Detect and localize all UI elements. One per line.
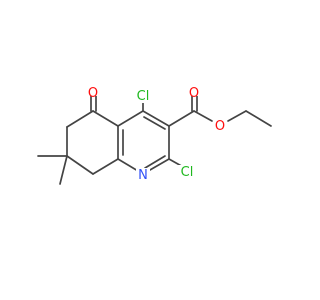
atom-n-1: N	[138, 168, 148, 183]
label-mask	[134, 89, 152, 103]
bond-c7-methyl-b	[59, 155, 68, 185]
bond-c4-c3	[142, 110, 170, 127]
bond-c2-n1-inner	[144, 155, 166, 169]
label-mask	[213, 119, 227, 133]
bond-ch2-ch3	[245, 110, 272, 127]
bond-c4a-c4	[117, 110, 144, 127]
atom-o-ester-carbonyl: O	[189, 86, 199, 101]
atom-labels: O Cl Cl N O O	[86, 82, 227, 183]
bond-c4-c3-inner	[143, 116, 166, 130]
bond-o-ch2	[227, 110, 247, 122]
bond-c5-c6	[66, 110, 94, 128]
bond-lines	[37, 89, 272, 185]
label-mask	[178, 165, 196, 179]
bond-c3-ester-c	[168, 110, 195, 127]
bond-c5-c4a	[92, 110, 119, 127]
atom-cl-2: Cl	[181, 165, 194, 180]
atom-o-ester: O	[215, 119, 225, 134]
label-mask	[187, 82, 201, 96]
label-mask	[136, 168, 150, 182]
atom-o-ketone: O	[88, 86, 98, 101]
bond-c7-c8	[66, 155, 94, 175]
bond-c8-c8a	[92, 158, 119, 175]
atom-cl-4: Cl	[137, 89, 150, 104]
bond-ester-c-o-single	[193, 110, 213, 122]
molecule-structure: O Cl Cl N O O	[37, 82, 272, 185]
label-mask	[86, 82, 100, 96]
